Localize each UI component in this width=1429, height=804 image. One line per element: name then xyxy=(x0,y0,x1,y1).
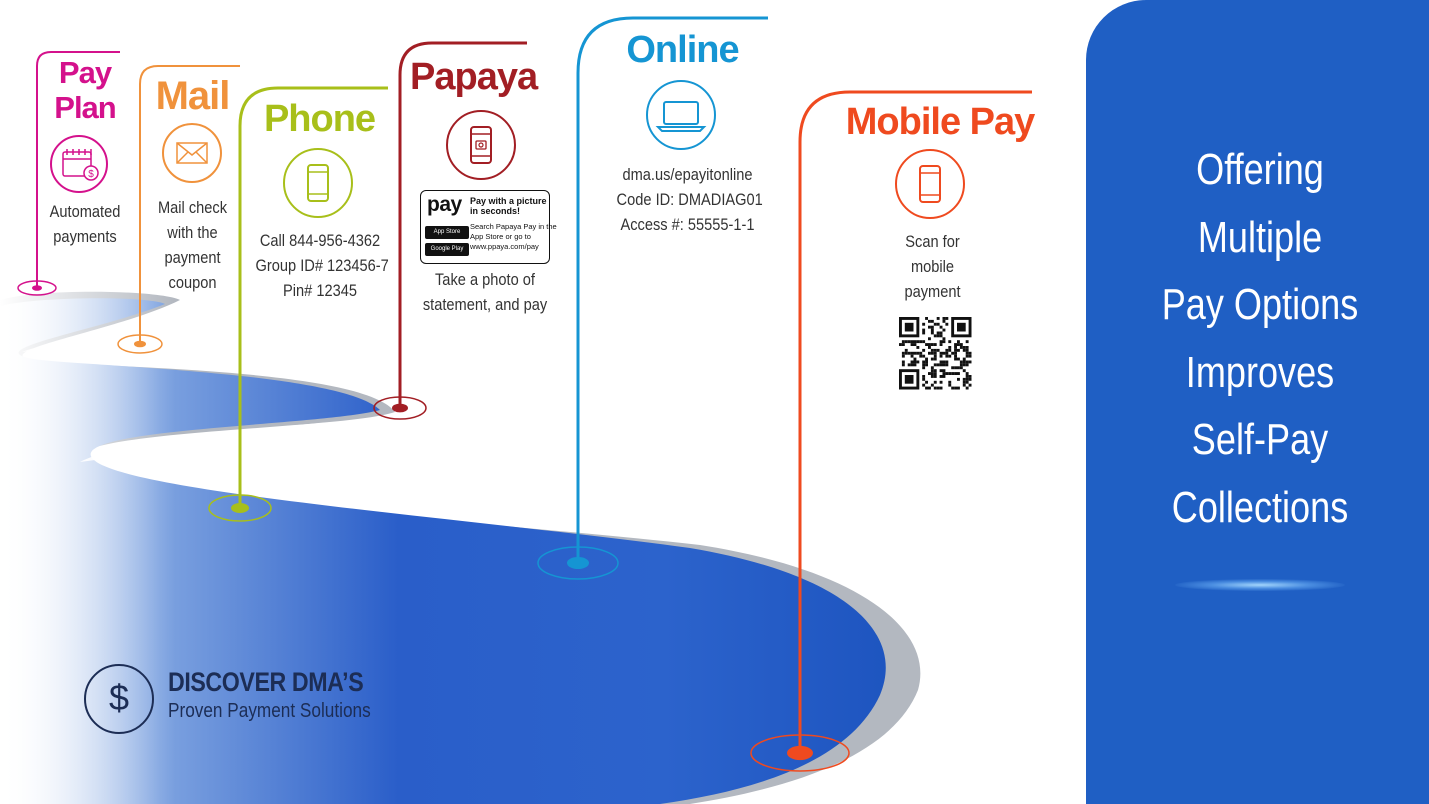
dollar-sign: $ xyxy=(108,677,130,718)
mobile-phone-icon xyxy=(895,149,965,219)
mobile-pay-pin-dot xyxy=(787,745,813,761)
mobile-pay-pin-line xyxy=(798,90,1032,753)
mail-title: Mail xyxy=(155,74,231,118)
papaya-pin-line xyxy=(398,41,527,408)
mobile-pay-title: Mobile Pay xyxy=(845,101,1036,143)
online-pin-ring xyxy=(537,546,619,580)
panel-glow xyxy=(1175,579,1345,591)
papaya-pin-ring xyxy=(373,396,427,420)
calendar-dollar-icon: $ xyxy=(50,135,108,193)
phone-camera-icon xyxy=(446,110,516,180)
mail-pin-dot xyxy=(134,340,146,348)
phone-pin-ring xyxy=(208,494,272,522)
phone-pin-dot xyxy=(231,503,249,513)
papaya-title: Papaya xyxy=(410,56,538,98)
laptop-icon xyxy=(646,80,716,150)
phone-pin-line xyxy=(238,86,388,508)
logo-title: DISCOVER DMA’S xyxy=(168,667,364,697)
dollar-logo-icon xyxy=(84,664,154,734)
pay-plan-pin-dot xyxy=(32,285,42,291)
online-pin-line xyxy=(576,16,768,563)
online-pin-dot xyxy=(567,556,589,570)
mobile-pay-pin-ring xyxy=(750,734,850,772)
mail-pin-ring xyxy=(117,334,163,354)
qr-code xyxy=(899,317,972,390)
google-play-badge: Google Play xyxy=(425,243,469,256)
svg-text:$: $ xyxy=(88,169,94,180)
pay-plan-pin-ring xyxy=(17,280,57,296)
right-panel xyxy=(1086,0,1429,804)
app-store-badge: App Store xyxy=(425,226,469,239)
papaya-pin-dot xyxy=(392,403,408,413)
envelope-icon xyxy=(162,123,222,183)
phone-title: Phone xyxy=(263,98,376,140)
online-title: Online xyxy=(626,29,739,71)
pay-plan-pin-line xyxy=(36,51,120,288)
smartphone-icon xyxy=(283,148,353,218)
pay-logo: pay xyxy=(427,193,462,216)
logo-subtitle: Proven Payment Solutions xyxy=(168,700,371,722)
mail-pin-line xyxy=(139,65,240,344)
panel-headline: Offering Multiple Pay Options Improves S… xyxy=(1161,145,1359,532)
